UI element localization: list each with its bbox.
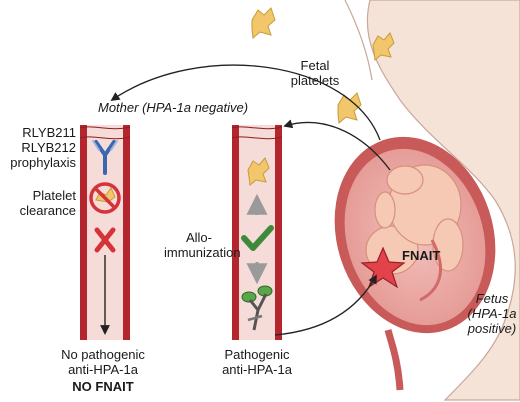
fetus-line-1: Fetus: [475, 291, 509, 306]
platelet-icon: [247, 157, 270, 186]
pathogenic-antibody-icon: [241, 285, 273, 331]
allo-line-2: immunization: [164, 245, 241, 260]
fetal-platelets-line-2: platelets: [290, 73, 340, 88]
prophylaxis-line-1: RLYB211: [22, 125, 76, 140]
prophylaxis-line-3: prophylaxis: [10, 155, 76, 170]
fetal-platelet-2: [337, 92, 362, 124]
fetus-line-3: positive): [467, 321, 517, 336]
arrow-to-right: [283, 119, 391, 171]
fnait-label: FNAIT: [402, 248, 441, 263]
fetus-line-2: (HPA-1a: [467, 306, 517, 321]
prophylaxis-line-2: RLYB212: [21, 140, 76, 155]
fetal-platelets-line-1: Fetal: [300, 58, 330, 73]
right-vessel: [231, 125, 283, 340]
platelet-clearance-line-1: Platelet: [32, 188, 76, 203]
fetal-platelet-1: [251, 7, 276, 39]
womb: [334, 136, 496, 391]
mother-body: [344, 0, 520, 401]
platelet-clearance-label: Platelet clearance: [0, 188, 76, 218]
right-outcome-line-1: Pathogenic: [224, 347, 290, 362]
prophylaxis-label: RLYB211 RLYB212 prophylaxis: [0, 125, 76, 170]
mother-label: Mother (HPA-1a negative): [98, 100, 249, 115]
platelet-clearance-line-2: clearance: [19, 203, 76, 218]
cleared-platelet-icon: [89, 182, 121, 214]
right-outcome-line-2: anti-HPA-1a: [222, 362, 292, 377]
no-fnait-label: NO FNAIT: [72, 379, 134, 394]
fetal-platelet-3: [372, 32, 395, 61]
allo-line-1: Allo-: [185, 230, 212, 245]
arrow-to-fetus: [274, 274, 377, 336]
fetus: [365, 164, 464, 275]
cross-icon: [94, 227, 116, 253]
left-outcome-label: No pathogenic anti-HPA-1a NO FNAIT: [28, 347, 178, 394]
fetal-platelets-label: Fetal platelets: [280, 58, 350, 88]
arrow-to-left: [110, 64, 381, 141]
antibody-icon: [92, 140, 118, 175]
left-outcome-line-2: anti-HPA-1a: [68, 362, 138, 377]
left-outcome-line-1: No pathogenic: [61, 347, 145, 362]
check-icon: [241, 225, 274, 251]
allo-label: Allo- immunization: [164, 230, 241, 260]
right-outcome-label: Pathogenic anti-HPA-1a: [192, 347, 322, 377]
fetus-label: Fetus (HPA-1a positive): [464, 291, 520, 336]
